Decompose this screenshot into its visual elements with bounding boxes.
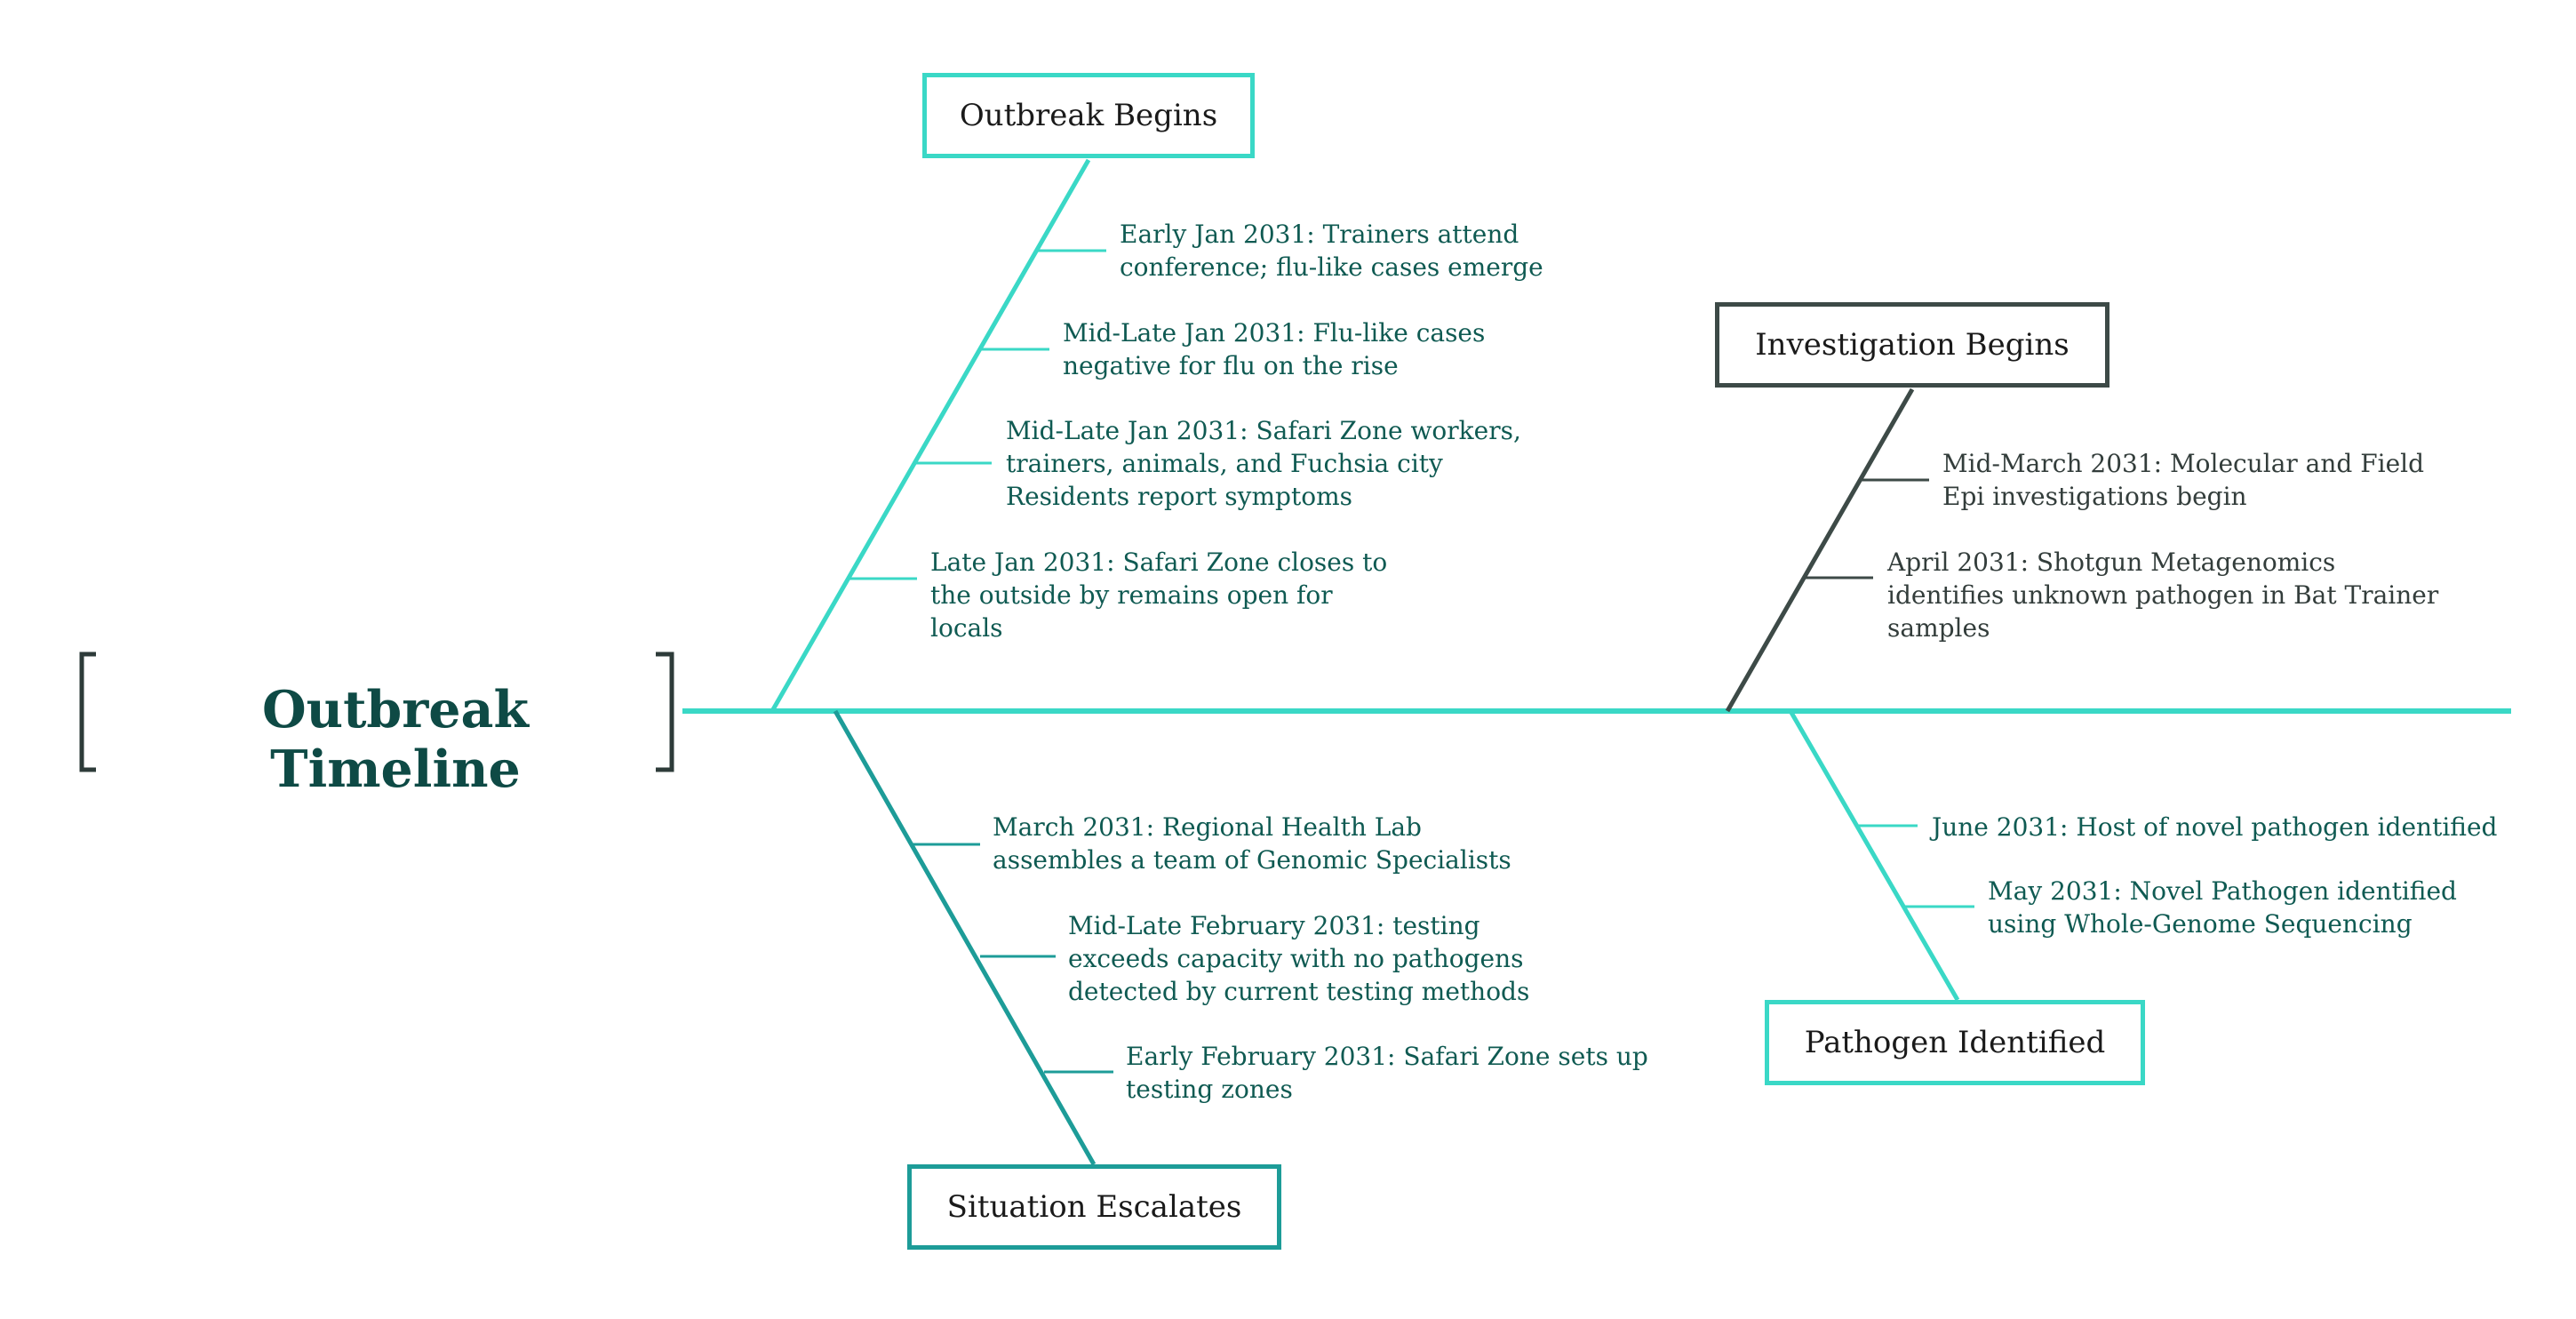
event-note: May 2031: Novel Pathogen identified usin… [1988, 876, 2457, 939]
category-label: Pathogen Identified [1804, 1025, 2106, 1060]
event-note: Mid-Late Jan 2031: Safari Zone workers, … [1006, 416, 1521, 511]
category-box-investigation-begins: Investigation Begins [1715, 302, 2109, 388]
bone-investigation-begins [1725, 388, 1915, 713]
event-note: Mid-Late Jan 2031: Flu-like cases negati… [1063, 318, 1486, 380]
page-title: Outbreak Timeline [261, 680, 529, 799]
event-note: Mid-Late February 2031: testing exceeds … [1068, 911, 1530, 1006]
event-note: June 2031: Host of novel pathogen identi… [1932, 812, 2498, 842]
event-note: Mid-March 2031: Molecular and Field Epi … [1942, 449, 2425, 511]
event-note: April 2031: Shotgun Metagenomics identif… [1887, 548, 2439, 643]
category-box-pathogen-identified: Pathogen Identified [1765, 1000, 2145, 1085]
bone-pathogen-identified [1788, 709, 1960, 1002]
bone-outbreak-begins [770, 158, 1091, 713]
category-box-outbreak-begins: Outbreak Begins [922, 73, 1255, 158]
bone-situation-escalates [833, 709, 1097, 1166]
title-bracket-right [656, 652, 674, 772]
event-note: Early Jan 2031: Trainers attend conferen… [1120, 220, 1543, 282]
event-note: Late Jan 2031: Safari Zone closes to the… [930, 548, 1388, 643]
event-note: March 2031: Regional Health Lab assemble… [993, 812, 1511, 875]
category-label: Investigation Begins [1755, 327, 2070, 363]
category-label: Situation Escalates [946, 1189, 1242, 1225]
event-note: Early February 2031: Safari Zone sets up… [1126, 1042, 1648, 1104]
title-bracket-left [79, 652, 96, 772]
category-box-situation-escalates: Situation Escalates [907, 1164, 1281, 1250]
category-label: Outbreak Begins [959, 98, 1218, 133]
